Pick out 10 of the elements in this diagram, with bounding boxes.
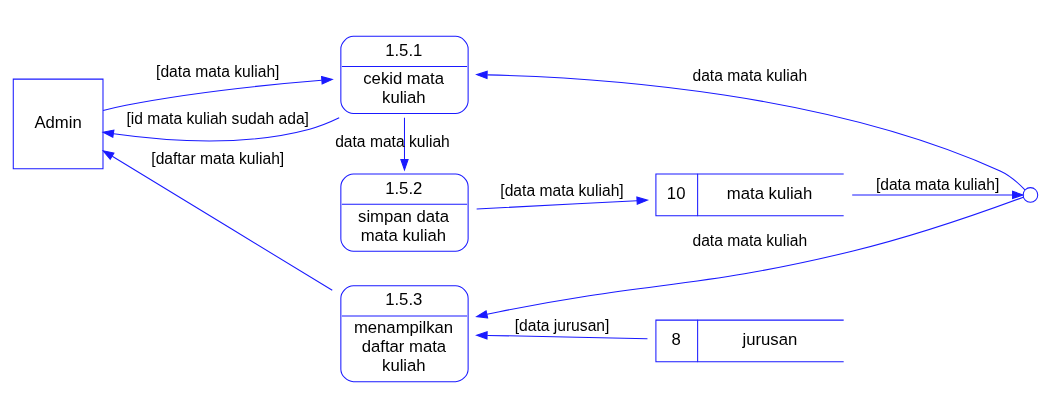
edge-label: [data mata kuliah] (875, 175, 1000, 193)
edge-label: [data mata kuliah] (500, 181, 624, 199)
edge-label: [data mata kuliah] (156, 62, 280, 80)
edge-label: data mata kuliah (692, 231, 808, 249)
edge-label: [data jurusan] (514, 316, 610, 334)
node-text: 10 mata kuliah (666, 183, 813, 203)
edge-label: [daftar mata kuliah] (151, 149, 285, 167)
edge-label: [id mata kuliah sudah ada] (126, 109, 309, 127)
node-text: 8 jurusan (671, 329, 798, 349)
edge-label: data mata kuliah (692, 66, 808, 84)
